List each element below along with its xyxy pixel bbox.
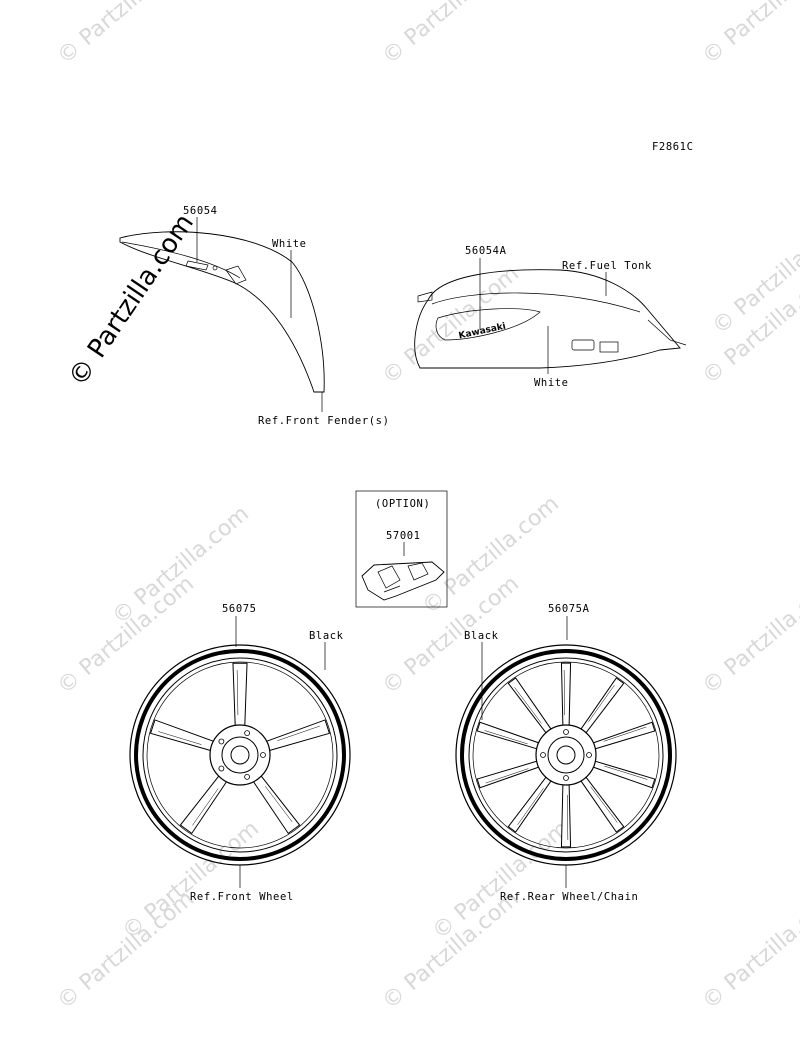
front-fender-illustration — [119, 231, 325, 393]
partzilla-watermark: © Partzilla.com — [378, 0, 524, 70]
fuel-tank-reference: Ref.Fuel Tonk — [562, 260, 652, 272]
fuel-tank-part-number: 56054A — [465, 245, 507, 257]
figure-code: F2861C — [652, 141, 694, 153]
front-wheel-color-note: Black — [309, 630, 344, 642]
partzilla-watermark: © Partzilla.com — [698, 886, 800, 1014]
front-fender-reference: Ref.Front Fender(s) — [258, 415, 390, 427]
front-wheel-part-number: 56075 — [222, 603, 257, 615]
rear-wheel-part-number: 56075A — [548, 603, 590, 615]
option-box-title: (OPTION) — [375, 498, 430, 510]
partzilla-watermark: © Partzilla.com — [118, 816, 264, 944]
fuel-tank-color-note: White — [534, 377, 569, 389]
front-fender-color-note: White — [272, 238, 307, 250]
rear-wheel-illustration — [455, 644, 677, 866]
partzilla-watermark: © Partzilla.com — [698, 0, 800, 70]
option-part-number: 57001 — [386, 530, 421, 542]
stand-pad-illustration — [361, 561, 445, 601]
option-box — [355, 490, 448, 608]
front-wheel-illustration — [129, 644, 351, 866]
partzilla-watermark-diagonal: © Partzilla.com — [63, 209, 200, 392]
front-fender-part-number: 56054 — [183, 205, 218, 217]
partzilla-watermark: © Partzilla.com — [53, 571, 199, 699]
rear-wheel-reference: Ref.Rear Wheel/Chain — [500, 891, 638, 903]
rear-wheel-color-note: Black — [464, 630, 499, 642]
partzilla-watermark: © Partzilla.com — [53, 0, 199, 70]
partzilla-watermark: © Partzilla.com — [698, 571, 800, 699]
front-wheel-reference: Ref.Front Wheel — [190, 891, 294, 903]
